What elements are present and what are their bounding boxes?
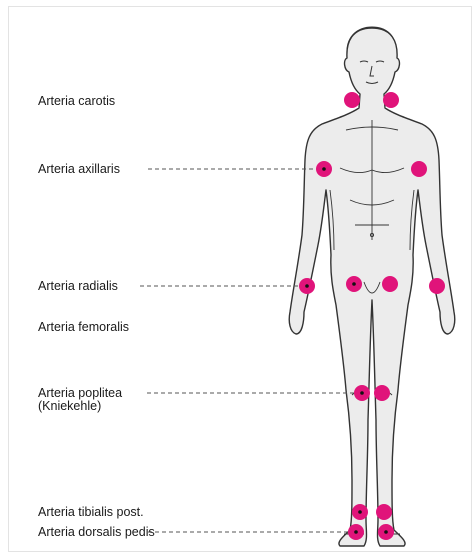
pulse-point-radialis-left xyxy=(429,278,445,294)
pulse-point-carotis-right xyxy=(344,92,360,108)
pulse-point-tibialis-left xyxy=(376,504,392,520)
pulse-point-axillaris-left xyxy=(411,161,427,177)
label-arteria-poplitea: Arteria poplitea xyxy=(38,386,122,400)
pulse-point-femoralis-left xyxy=(382,276,398,292)
label-arteria-femoralis: Arteria femoralis xyxy=(38,320,129,334)
pulse-point-poplitea-left xyxy=(374,385,390,401)
label-arteria-axillaris: Arteria axillaris xyxy=(38,162,120,176)
label-kniekehle: (Kniekehle) xyxy=(38,399,101,413)
label-arteria-tibialis-post: Arteria tibialis post. xyxy=(38,505,144,519)
label-arteria-dorsalis-pedis: Arteria dorsalis pedis xyxy=(38,525,155,539)
pulse-point-carotis-left xyxy=(383,92,399,108)
leader-lines xyxy=(140,169,358,532)
label-arteria-radialis: Arteria radialis xyxy=(38,279,118,293)
label-arteria-carotis: Arteria carotis xyxy=(38,94,115,108)
